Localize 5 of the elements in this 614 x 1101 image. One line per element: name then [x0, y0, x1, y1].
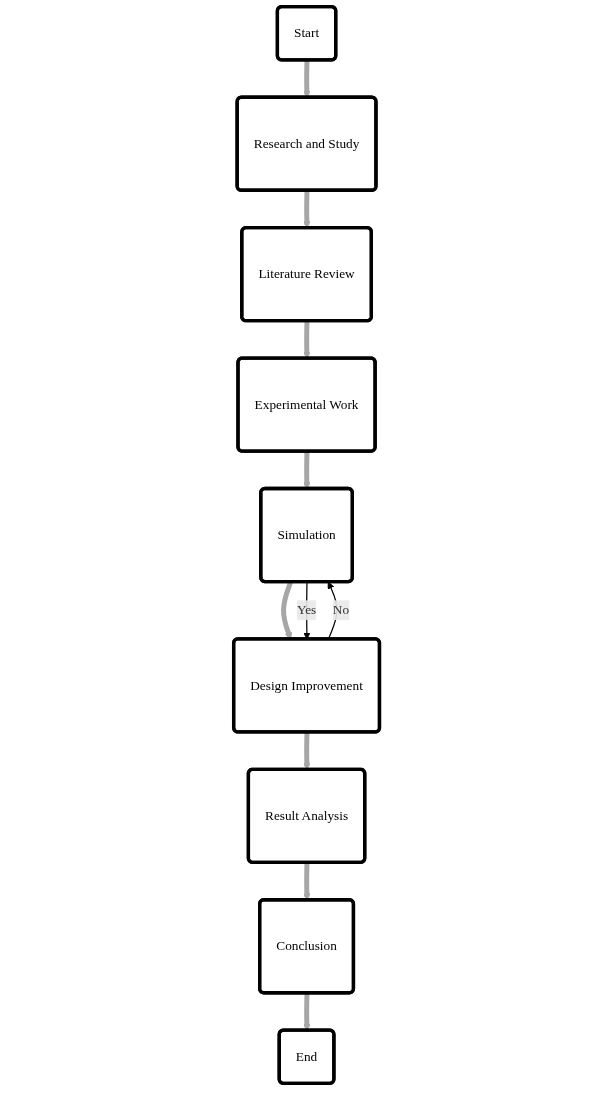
edge-label: No [333, 602, 350, 617]
arrow [303, 321, 311, 359]
edge-label: Yes [297, 602, 317, 617]
arrow [303, 60, 311, 98]
arrow [303, 993, 311, 1031]
